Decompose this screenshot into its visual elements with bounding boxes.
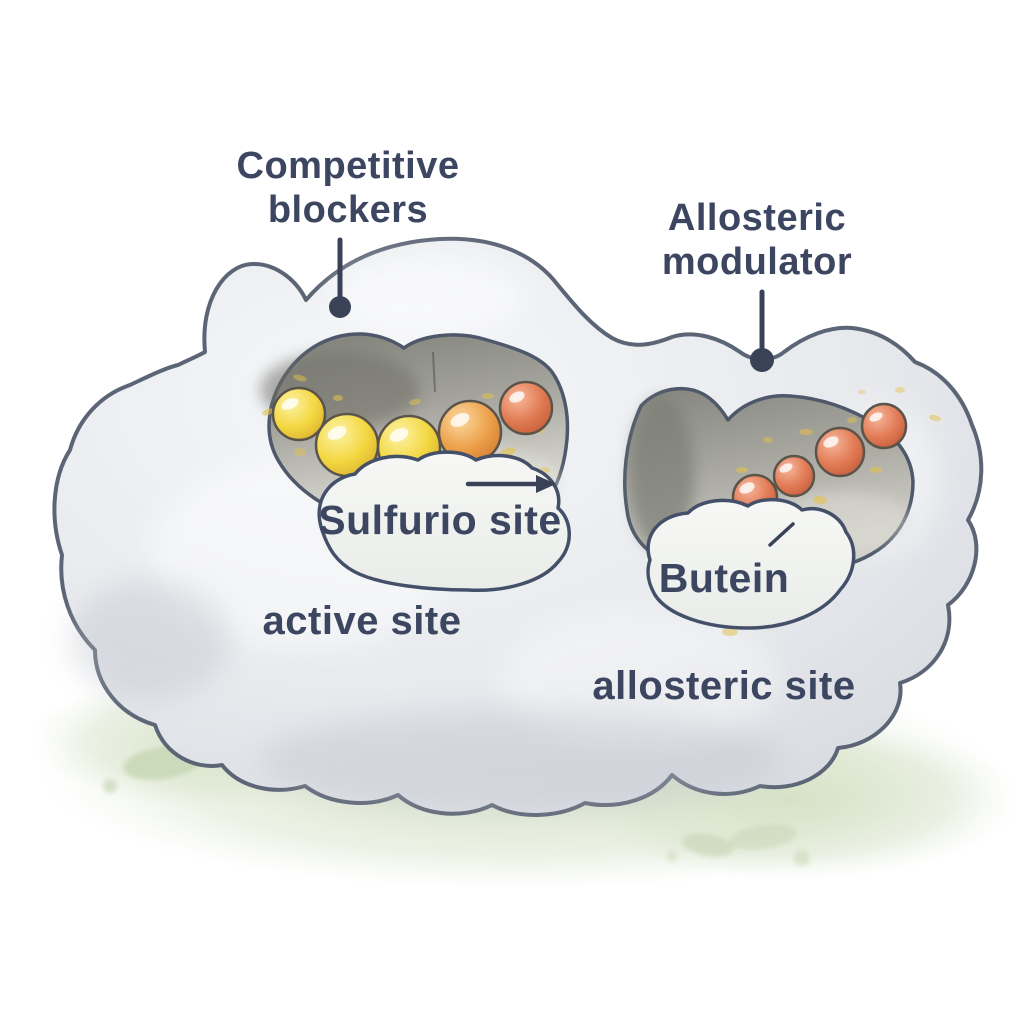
allosteric-site-label: allosteric site [592, 664, 855, 708]
allosteric-modulator-label: Allosteric modulator [662, 197, 852, 372]
sulfurio-site-label: Sulfurio site [318, 497, 561, 543]
green-splatter-right [666, 824, 810, 866]
allosteric-pointer-dot [750, 348, 774, 372]
modulator-bead-2 [772, 454, 816, 498]
competitive-blockers-line1: Competitive [237, 145, 460, 187]
chain-bead-red [498, 380, 554, 436]
butein-pointer [768, 522, 795, 547]
competitive-pointer-dot [329, 296, 351, 318]
allosteric-modulator-line1: Allosteric [668, 197, 846, 239]
competitive-blockers-label: Competitive blockers [237, 145, 460, 318]
sulfurio-pointer [465, 475, 556, 493]
active-site-pocket: Sulfurio site [260, 332, 571, 592]
modulator-bead-3 [814, 426, 866, 478]
modulator-bead-4 [860, 402, 908, 450]
chain-bead-yellow-1 [271, 386, 327, 442]
butein-bubble [646, 497, 856, 630]
allosteric-modulator-line2: modulator [662, 241, 852, 283]
allosteric-modulator-chain [731, 402, 908, 521]
butein-label: Butein [659, 555, 790, 601]
active-site-label: active site [263, 599, 462, 643]
allosteric-pocket: Butein [623, 386, 941, 636]
competitive-blockers-line2: blockers [268, 189, 428, 231]
competitive-blocker-chain [271, 380, 554, 480]
sulfurio-bubble [317, 450, 571, 592]
